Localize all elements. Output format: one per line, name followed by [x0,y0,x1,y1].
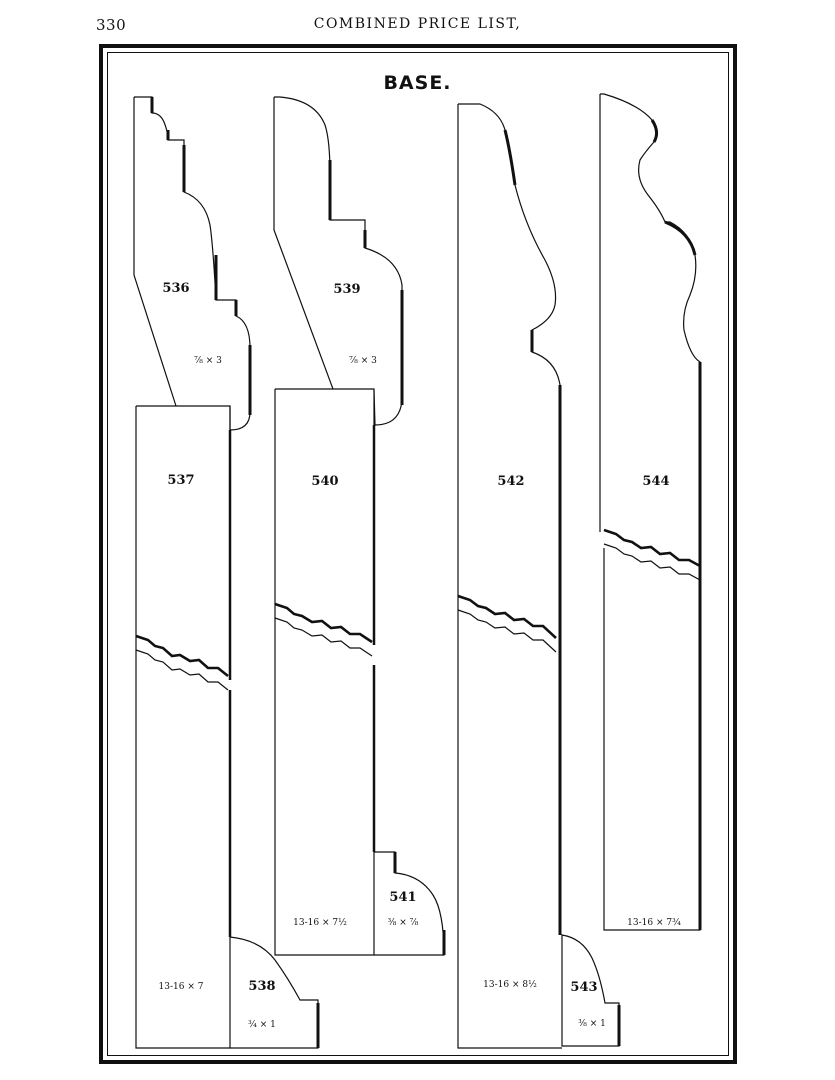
label-541-size: ⅜ × ⅞ [387,918,419,928]
label-540-number: 540 [311,474,339,489]
label-536-size: ⅞ × 3 [194,356,222,366]
label-537-size: 13-16 × 7 [158,982,204,992]
label-544-size: 13-16 × 7¾ [627,918,681,928]
label-543-number: 543 [570,980,598,995]
profile-537 [135,405,232,1049]
plate-border-outer [99,44,737,1064]
label-537-number: 537 [167,473,195,488]
profile-540 [274,388,376,956]
profile-544 [599,93,702,931]
profile-542 [457,103,562,1049]
profile-541 [374,851,446,956]
profile-538 [229,936,320,1049]
plate-title: BASE. [383,72,452,94]
label-541-number: 541 [389,890,417,905]
label-539-number: 539 [333,282,361,297]
label-538-size: ¾ × 1 [248,1020,276,1030]
profile-536 [133,96,252,431]
label-539-size: ⅞ × 3 [349,356,377,366]
label-543-size: ⅜ × 1 [578,1019,606,1029]
label-536-number: 536 [162,281,190,296]
label-542-number: 542 [497,474,525,489]
label-538-number: 538 [248,979,276,994]
label-542-size: 13-16 × 8½ [483,980,537,990]
plate-border-inner [107,52,729,1056]
profile-539 [273,96,404,426]
profile-543 [561,934,621,1047]
label-540-size: 13-16 × 7½ [293,918,347,928]
label-544-number: 544 [642,474,670,489]
page-number: 330 [96,16,127,34]
running-head: COMBINED PRICE LIST, [313,16,522,32]
